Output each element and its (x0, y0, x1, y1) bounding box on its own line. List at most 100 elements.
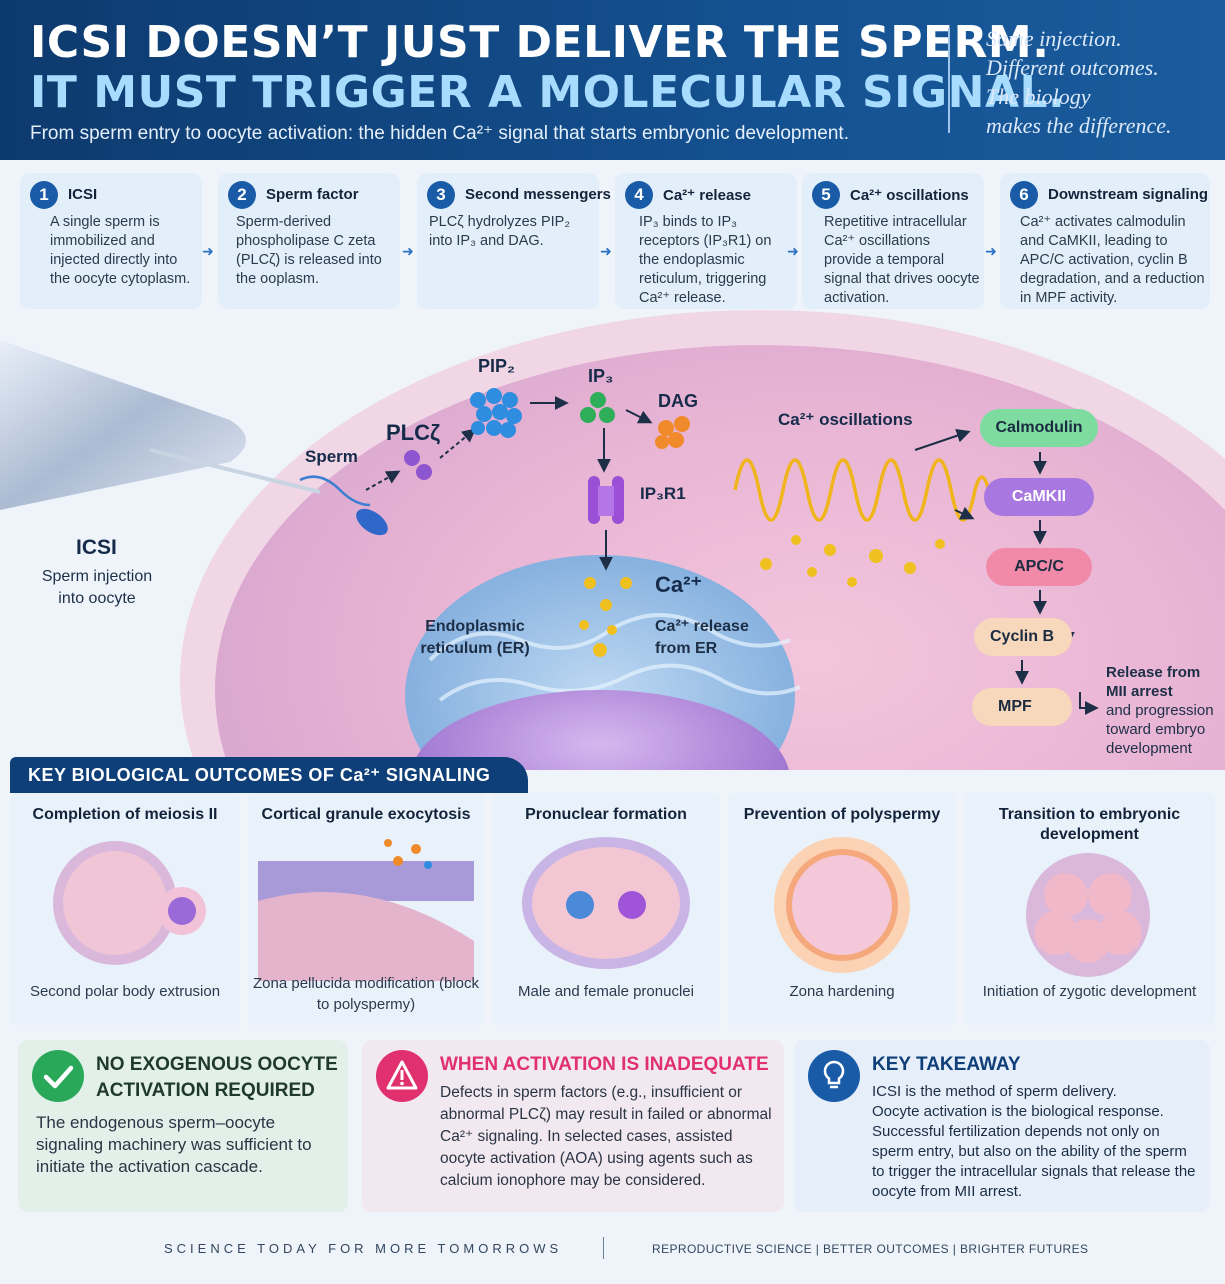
outcome-text: Zona pellucida modification (block to po… (253, 975, 479, 1013)
step-number: 2 (228, 181, 256, 209)
footer-links: REPRODUCTIVE SCIENCE | BETTER OUTCOMES |… (652, 1242, 1089, 1256)
no-exogenous-card: NO EXOGENOUS OOCYTE ACTIVATION REQUIRED … (18, 1040, 348, 1212)
sperm-head (356, 508, 388, 536)
outcome-text: Male and female pronuclei (518, 983, 694, 1000)
icsi-label: ICSI (76, 536, 117, 559)
outcome-text: Zona hardening (789, 983, 895, 1000)
calcium-label: Ca²⁺ (655, 572, 703, 597)
outcome-card: Completion of meiosis II Second polar bo… (10, 793, 240, 1025)
er-label: Endoplasmic reticulum (ER) (410, 616, 540, 660)
ca-release-label: Ca²⁺ release from ER (655, 616, 749, 660)
step-number: 3 (427, 181, 455, 209)
camkii-node: CaMKII (984, 478, 1094, 516)
arrow-right-icon: ➜ (402, 243, 414, 259)
quote-line: The biology (986, 84, 1091, 109)
step-text: PLCζ hydrolyzes PIP₂ into IP₃ and DAG. (429, 214, 570, 249)
process-steps: 1 ICSI A single sperm is immobilized and… (15, 173, 1210, 313)
step-text: A single sperm is immobilized and inject… (50, 214, 191, 287)
step-text: Sperm-derived phospholipase C zeta (PLCζ… (236, 214, 382, 287)
footer-divider (603, 1237, 604, 1259)
oocyte-polar-body-icon (53, 841, 206, 965)
ip3-label: IP₃ (588, 366, 614, 386)
mpf-node: MPF (972, 688, 1072, 726)
outcome-card: Cortical granule exocytosis Zona pelluci… (248, 793, 484, 1025)
step-text: Repetitive intracellular Ca²⁺ oscillatio… (824, 214, 980, 306)
quote-line: Same injection. (986, 26, 1122, 51)
arrow-right-icon: ➜ (600, 243, 612, 259)
headline-line-1: ICSI DOESN’T JUST DELIVER THE SPERM. (30, 17, 1050, 68)
micropipette (0, 340, 246, 510)
checkmark-icon (32, 1050, 84, 1102)
card-title: WHEN ACTIVATION IS INADEQUATE (440, 1054, 769, 1075)
pip2-molecule (470, 388, 522, 438)
er-line: reticulum (ER) (420, 640, 530, 657)
arrow-right-icon: ➜ (787, 243, 799, 259)
calcium-ions (579, 577, 632, 657)
header-quote: Same injection. Different outcomes. The … (986, 24, 1216, 140)
dag-label: DAG (658, 391, 698, 411)
takeaway-line: Successful fertilization depends not onl… (872, 1123, 1196, 1200)
ip3-molecule (580, 392, 615, 423)
step-number: 1 (30, 181, 58, 209)
cortical-granule-icon (258, 839, 474, 981)
footer-tagline: SCIENCE TODAY FOR MORE TOMORROWS (164, 1241, 563, 1256)
oscillations-label: Ca²⁺ oscillations (778, 410, 913, 429)
outcome-title: Cortical granule exocytosis (261, 806, 471, 823)
diagram-artwork (0, 310, 1225, 770)
release-line: development (1106, 740, 1192, 757)
card-text: Defects in sperm factors (e.g., insuffic… (440, 1084, 772, 1189)
step-card-2: 2 Sperm factor Sperm-derived phospholipa… (218, 173, 400, 309)
release-line: MII arrest (1106, 683, 1173, 700)
step-title: Second messengers (465, 186, 611, 203)
lightbulb-icon (808, 1050, 860, 1102)
outcomes-header: KEY BIOLOGICAL OUTCOMES OF Ca²⁺ SIGNALIN… (10, 757, 528, 793)
step-text: IP₃ binds to IP₃ receptors (IP₃R1) on th… (639, 214, 772, 306)
dag-molecule (655, 416, 690, 449)
headline-line-2: IT MUST TRIGGER A MOLECULAR SIGNAL. (30, 67, 1066, 118)
card-text: The endogenous sperm–oocyte signaling ma… (36, 1113, 312, 1176)
step-card-4: 4 Ca²⁺ release IP₃ binds to IP₃ receptor… (615, 173, 797, 309)
card-title: KEY TAKEAWAY (872, 1054, 1021, 1075)
outcome-card: Prevention of polyspermy Zona hardening (728, 793, 956, 1025)
quote-line: Different outcomes. (986, 55, 1159, 80)
warning-icon (376, 1050, 428, 1102)
header-subtitle: From sperm entry to oocyte activation: t… (30, 123, 849, 144)
step-card-6: 6 Downstream signaling Ca²⁺ activates ca… (1000, 173, 1210, 309)
pip2-label: PIP₂ (478, 356, 516, 376)
ip3r1-label: IP₃R1 (640, 484, 686, 503)
release-line: and progression (1106, 702, 1214, 719)
er-line: Endoplasmic (425, 618, 525, 635)
ca-release-line: from ER (655, 640, 718, 657)
nucleus (411, 690, 789, 770)
arrow-right-icon: ➜ (985, 243, 997, 259)
step-title: Downstream signaling (1048, 186, 1209, 203)
card-text: ICSI is the method of sperm delivery. Oo… (872, 1082, 1202, 1202)
step-title: Ca²⁺ release (663, 187, 751, 204)
inadequate-activation-card: WHEN ACTIVATION IS INADEQUATE Defects in… (362, 1040, 784, 1212)
outcome-title: Pronuclear formation (525, 806, 687, 823)
step-title: ICSI (68, 186, 98, 203)
step-number: 5 (812, 181, 840, 209)
sperm-label: Sperm (305, 447, 358, 466)
takeaway-line: Oocyte activation is the biological resp… (872, 1103, 1164, 1120)
arrow-right-icon: ➜ (202, 243, 214, 259)
outcomes-panel: Completion of meiosis II Second polar bo… (10, 793, 1215, 1025)
card-title-line: NO EXOGENOUS OOCYTE (96, 1054, 338, 1075)
pronuclei-icon (522, 837, 690, 969)
outcome-title: Prevention of polyspermy (743, 806, 941, 823)
embryo-cleavage-icon (1026, 853, 1150, 977)
ca-release-line: Ca²⁺ release (655, 618, 749, 635)
step-card-1: 1 ICSI A single sperm is immobilized and… (20, 173, 202, 309)
oscillation-wave (733, 458, 993, 522)
outcome-text: Initiation of zygotic development (982, 983, 1197, 1000)
step-card-5: 5 Ca²⁺ oscillations Repetitive intracell… (802, 173, 984, 309)
release-from-arrest: Release from MII arrest and progression … (1106, 663, 1214, 758)
apcc-node: APC/C (986, 548, 1092, 586)
step-title: Sperm factor (266, 186, 359, 203)
outcome-text: Second polar body extrusion (29, 983, 221, 1000)
outcome-title: Transition to embryonic development (998, 806, 1181, 843)
icsi-sub-line: into oocyte (58, 590, 136, 607)
release-line: Release from (1106, 664, 1201, 681)
takeaway-line: ICSI is the method of sperm delivery. (872, 1083, 1117, 1100)
key-takeaway-card: KEY TAKEAWAY ICSI is the method of sperm… (794, 1040, 1210, 1212)
